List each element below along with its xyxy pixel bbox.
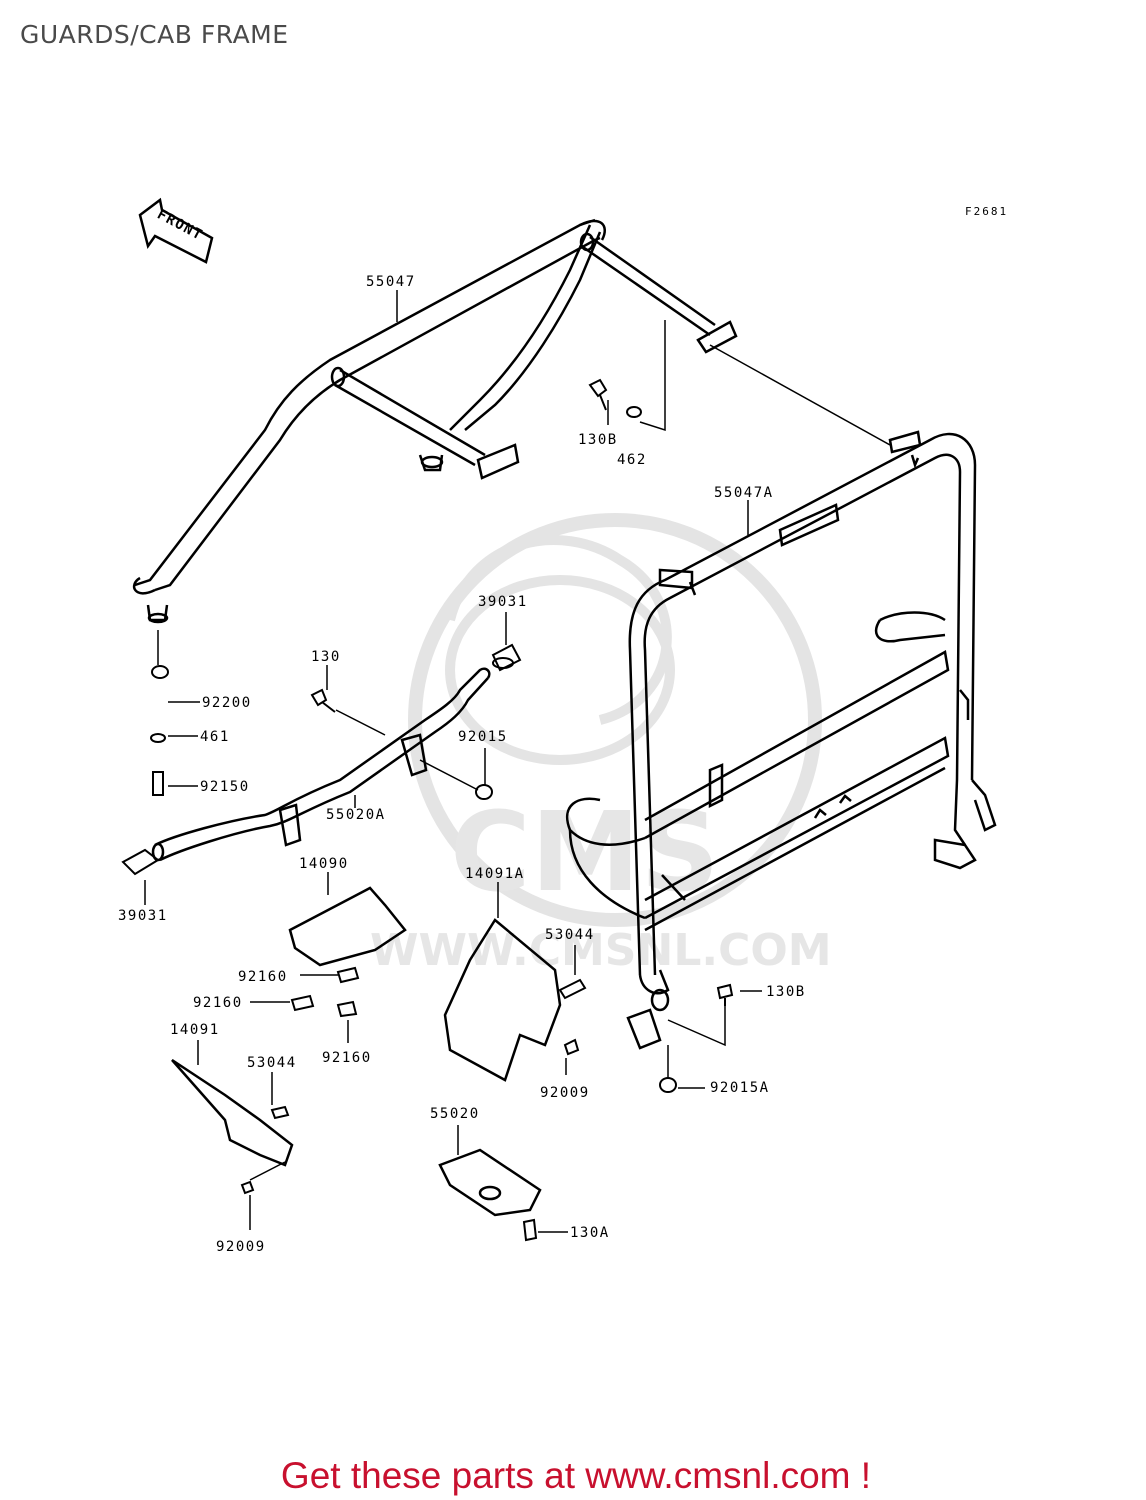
part-label-39031-top: 39031: [478, 594, 528, 610]
collar-39031-left: [121, 848, 160, 876]
part-label-14091A: 14091A: [465, 866, 525, 882]
part-label-55047: 55047: [366, 274, 416, 290]
front-arrow: FRONT: [138, 197, 214, 264]
part-label-92160-a: 92160: [238, 969, 288, 985]
part-label-92015A: 92015A: [710, 1080, 770, 1096]
footer-text[interactable]: Get these parts at www.cmsnl.com !: [280, 1455, 872, 1496]
part-label-130A: 130A: [570, 1225, 610, 1241]
watermark-logo-swirl: [445, 535, 672, 725]
plate-14091A: [443, 918, 562, 1082]
part-label-92160-c: 92160: [322, 1050, 372, 1066]
guard-plates: [171, 886, 562, 1217]
part-label-39031-left: 39031: [118, 908, 168, 924]
hardware-parts: [121, 378, 734, 1242]
watermark-logo-ring: [408, 513, 822, 927]
part-labels: 55047 130B 462 55047A 39031 130 92200 46…: [118, 274, 806, 1255]
part-label-92160-b: 92160: [193, 995, 243, 1011]
bolt-92009-mid: [563, 1038, 580, 1056]
footer-link[interactable]: Get these parts at www.cmsnl.com !: [0, 1455, 1146, 1497]
part-label-55047A: 55047A: [714, 485, 774, 501]
part-label-55020: 55020: [430, 1106, 480, 1122]
bolt-92009-left: [240, 1180, 255, 1195]
bolt-130B-right: [716, 983, 734, 1006]
watermark-logo: CMS: [450, 788, 719, 916]
part-label-92009-left: 92009: [216, 1239, 266, 1255]
bolt-92150: [152, 771, 164, 796]
part-label-92200: 92200: [202, 695, 252, 711]
bolt-130A: [522, 1218, 538, 1242]
bolt-130: [310, 688, 336, 713]
guard-bar-55020A: [151, 667, 491, 862]
nut-92200: [151, 665, 169, 679]
watermark-logo-head: [445, 575, 675, 765]
pad-92160-a: [336, 966, 360, 984]
part-label-55020A: 55020A: [326, 807, 386, 823]
part-label-92150: 92150: [200, 779, 250, 795]
part-label-130: 130: [311, 649, 341, 665]
plate-14091: [171, 1058, 294, 1167]
front-arrow-icon: [138, 197, 214, 264]
clip-53044-mid: [558, 978, 587, 1000]
part-label-14091: 14091: [170, 1022, 220, 1038]
washer-461: [150, 733, 166, 743]
watermark: CMS WWW.CMSNL.COM: [370, 513, 832, 976]
part-label-130B-right: 130B: [766, 984, 806, 1000]
pad-92160-c: [336, 1000, 358, 1018]
plate-55020: [438, 1148, 542, 1217]
part-label-461: 461: [200, 729, 230, 745]
washer-462: [626, 406, 642, 418]
part-label-14090: 14090: [299, 856, 349, 872]
part-label-462: 462: [617, 452, 647, 468]
page-title: GUARDS/CAB FRAME: [20, 20, 289, 49]
part-label-53044-left: 53044: [247, 1055, 297, 1071]
pad-92160-b: [290, 994, 315, 1012]
cab-frame-55047A: [565, 430, 997, 1050]
part-label-130B-top: 130B: [578, 432, 618, 448]
clip-53044-left: [270, 1105, 290, 1120]
figure-code: F2681: [965, 205, 1009, 218]
plate-14090: [288, 886, 407, 967]
part-label-92009-mid: 92009: [540, 1085, 590, 1101]
upper-frame-55047: [132, 218, 738, 624]
nut-92015A: [659, 1077, 677, 1093]
part-label-92015: 92015: [458, 729, 508, 745]
watermark-text: WWW.CMSNL.COM: [370, 925, 832, 976]
part-label-53044-mid: 53044: [545, 927, 595, 943]
collar-39031-top: [491, 643, 522, 672]
bolt-130B-top: [588, 378, 608, 411]
nut-92015: [475, 784, 493, 800]
leader-lines: [144, 290, 891, 1233]
parts-diagram: CMS WWW.CMSNL.COM FRONT: [118, 197, 997, 1255]
